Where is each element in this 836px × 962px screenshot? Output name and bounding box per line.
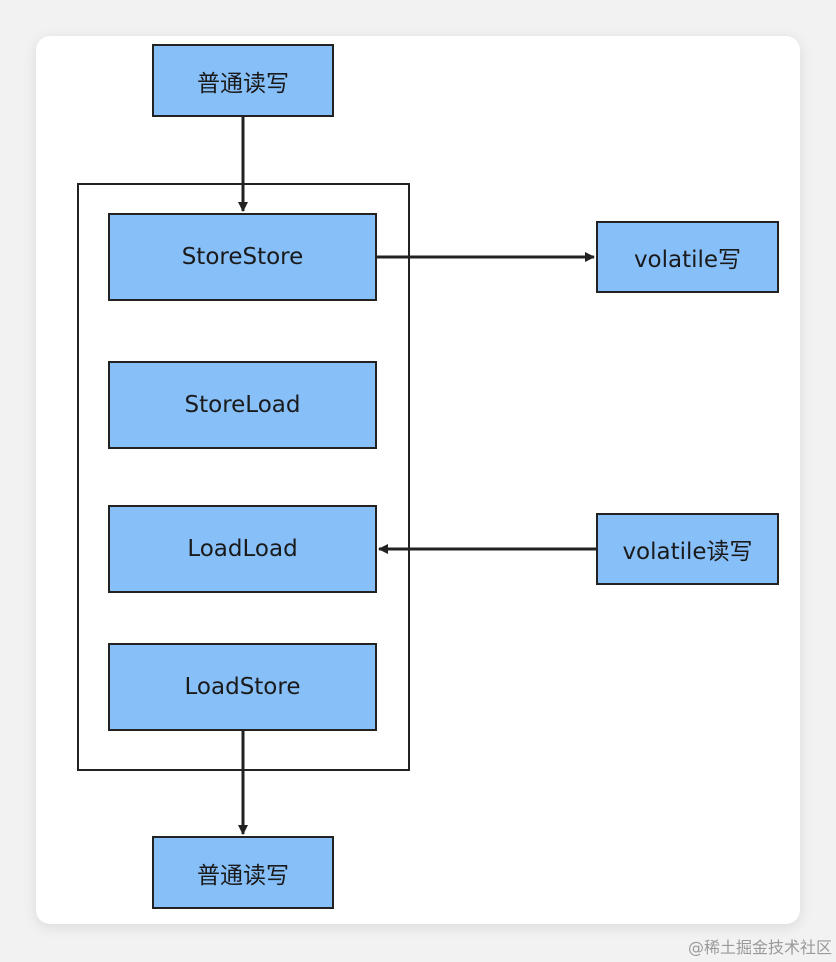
loadload-barrier-node: LoadLoad	[108, 505, 377, 593]
storestore-barrier-node: StoreStore	[108, 213, 377, 301]
watermark-text: @稀土掘金技术社区	[687, 938, 832, 957]
loadstore-barrier-node: LoadStore	[108, 643, 377, 731]
storeload-barrier-node: StoreLoad	[108, 361, 377, 449]
volatile-read-write-node: volatile读写	[596, 513, 779, 585]
normal-read-write-bottom-node: 普通读写	[152, 836, 334, 909]
barrier-group-frame	[77, 183, 410, 771]
volatile-write-node: volatile写	[596, 221, 779, 293]
normal-read-write-top-node: 普通读写	[152, 44, 334, 117]
